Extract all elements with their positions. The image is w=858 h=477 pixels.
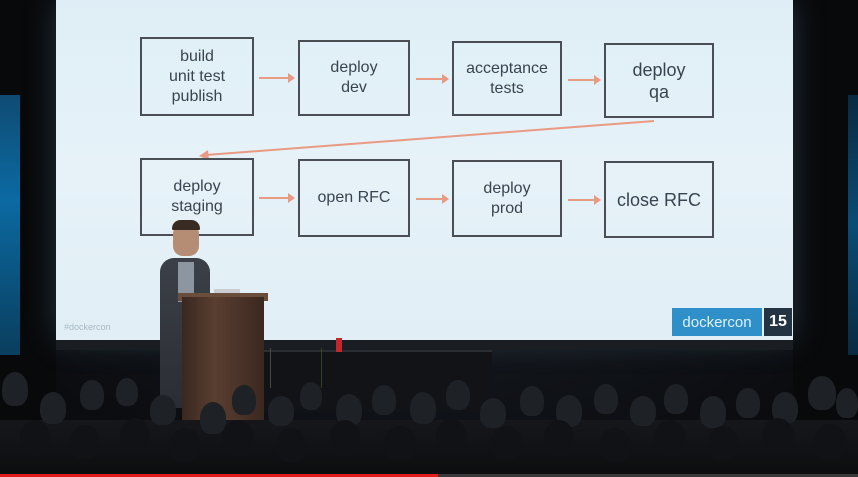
pipeline-step-close-rfc: close RFC: [604, 161, 714, 238]
audience-head: [520, 386, 544, 416]
right-stage-light: [848, 95, 858, 355]
audience-head: [836, 388, 858, 418]
speaker-hair: [172, 220, 200, 230]
audience-head: [544, 420, 574, 456]
logo-word: dockercon: [672, 308, 762, 336]
logo-number: 15: [764, 308, 792, 336]
audience-head: [116, 378, 138, 406]
left-stage-light: [0, 95, 20, 355]
audience-head: [330, 420, 360, 456]
audience-head: [276, 428, 306, 462]
audience-head: [120, 418, 150, 454]
audience-head: [436, 418, 466, 454]
audience-head: [232, 385, 256, 415]
audience-head: [200, 402, 226, 434]
audience-head: [700, 396, 726, 428]
arrow-icon: [259, 197, 293, 199]
audience-head: [384, 426, 416, 460]
pipeline-step-deploy-prod: deploy prod: [452, 160, 562, 237]
audience-head: [490, 426, 522, 460]
audience-head: [630, 396, 656, 426]
audience-head: [372, 385, 396, 415]
hashtag-text: #dockercon: [64, 322, 111, 332]
audience-head: [808, 376, 836, 410]
audience-head: [410, 392, 436, 424]
dockercon-logo: dockercon 15: [672, 308, 792, 336]
audience-head: [268, 396, 294, 426]
audience-head: [708, 426, 738, 460]
soda-can: [336, 338, 342, 352]
audience-head: [446, 380, 470, 410]
audience-head: [600, 428, 630, 462]
audience-head: [20, 420, 50, 456]
audience-head: [762, 418, 794, 454]
pipeline-step-open-rfc: open RFC: [298, 159, 410, 237]
arrow-icon: [568, 199, 599, 201]
audience-head: [2, 372, 28, 406]
audience-head: [664, 384, 688, 414]
audience-head: [594, 384, 618, 414]
audience-head: [300, 382, 322, 410]
audience-head: [40, 392, 66, 424]
audience-head: [654, 420, 686, 456]
audience-head: [480, 398, 506, 428]
audience-head: [150, 395, 176, 425]
audience-head: [814, 424, 846, 460]
audience-head: [170, 428, 200, 462]
audience-head: [736, 388, 760, 418]
audience-head: [222, 420, 254, 456]
audience-head: [70, 425, 100, 459]
arrow-icon: [416, 198, 447, 200]
audience-head: [80, 380, 104, 410]
